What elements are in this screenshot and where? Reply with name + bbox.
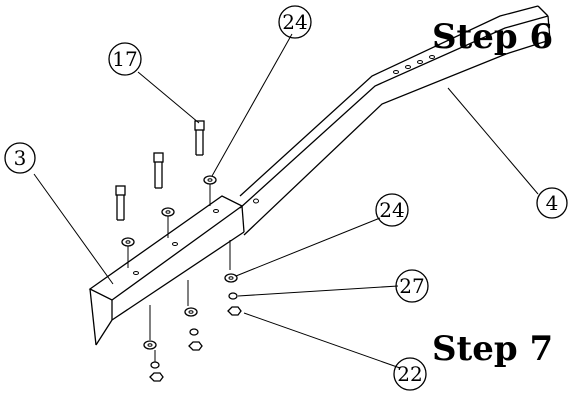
callout-24-top-label: 24 — [282, 10, 307, 34]
frame-tube-part-4 — [239, 5, 551, 236]
callout-17-label: 17 — [112, 47, 137, 71]
sleeve-tube-part-3 — [88, 195, 245, 346]
callout-24-bottom-label: 24 — [379, 198, 404, 222]
bolt-group-part-17 — [115, 120, 205, 221]
leader-lines — [33, 33, 539, 369]
lower-hardware — [143, 240, 242, 382]
washers-top — [121, 175, 217, 268]
callout-22: 22 — [393, 357, 427, 391]
callout-3: 3 — [4, 142, 36, 174]
callout-27-label: 27 — [399, 274, 424, 298]
callout-24-top: 24 — [278, 5, 312, 39]
callout-4-label: 4 — [546, 191, 559, 215]
callout-27: 27 — [395, 269, 429, 303]
step-7-label: Step 7 — [432, 329, 553, 369]
callout-4: 4 — [536, 187, 568, 219]
callout-17: 17 — [108, 42, 142, 76]
step-6-label: Step 6 — [432, 17, 553, 57]
callout-22-label: 22 — [397, 362, 422, 386]
callout-24-bottom: 24 — [375, 193, 409, 227]
callout-3-label: 3 — [14, 146, 27, 170]
